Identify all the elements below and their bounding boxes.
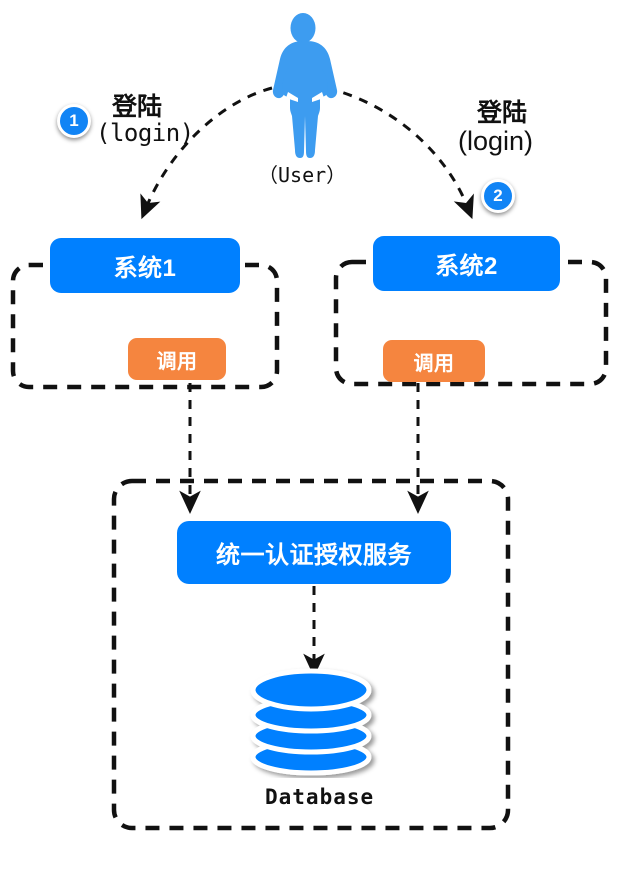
system1-label: 系统1 [113,255,177,282]
system1-call-label: 调用 [156,350,198,373]
login-label-2-cn: 登陆 [477,99,528,127]
database-label: Database [265,785,375,809]
flow-arrow-login-1 [140,86,273,220]
user-caption: （User） [258,163,347,187]
system2-label: 系统2 [435,253,498,280]
auth-service-boundary [111,478,511,831]
login-label-2-en: (login) [458,126,534,156]
step-badge-1: 1 [57,104,91,138]
auth-service-box[interactable]: 统一认证授权服务 [177,521,451,584]
login-label-1-cn: 登陆 [112,93,163,121]
system2-call-box[interactable]: 调用 [383,340,485,382]
step-badge-1-label: 1 [69,111,79,130]
database-cylinder-icon [250,668,372,776]
step-badge-2: 2 [481,179,515,213]
system2-call-label: 调用 [413,352,455,375]
flow-arrow-login-2 [326,86,474,220]
system2-boundary [333,259,609,387]
system1-box[interactable]: 系统1 [50,238,240,293]
system1-boundary [10,262,280,390]
auth-service-label: 统一认证授权服务 [216,542,412,569]
login-label-1-en: (login) [96,119,194,147]
system2-box[interactable]: 系统2 [373,236,560,291]
step-badge-2-label: 2 [493,186,503,205]
system1-call-box[interactable]: 调用 [128,338,226,380]
person-icon [272,13,338,158]
